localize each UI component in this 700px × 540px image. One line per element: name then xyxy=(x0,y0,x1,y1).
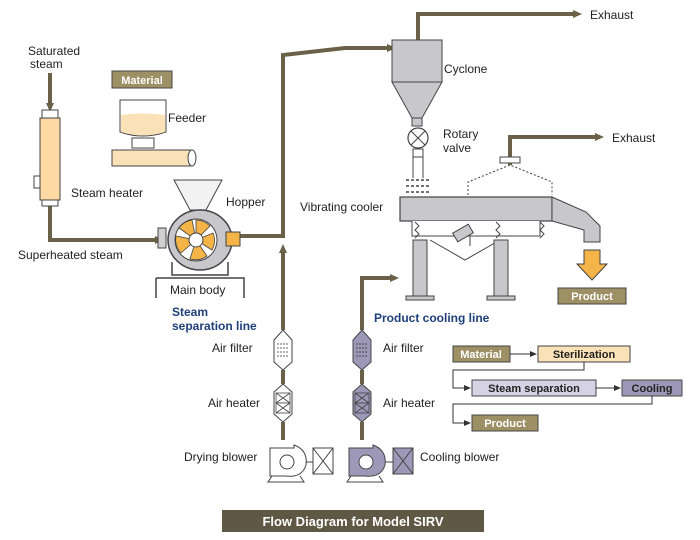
steam-heater xyxy=(33,109,61,207)
label-feeder: Feeder xyxy=(168,111,206,125)
pipe-to-cyclone xyxy=(240,44,396,238)
cyclone xyxy=(391,39,443,127)
flow-label-product: Product xyxy=(484,418,526,430)
label-steam-separation-line-2: separation line xyxy=(172,319,257,333)
label-steam-heater: Steam heater xyxy=(71,186,143,200)
air-heater-left xyxy=(273,383,293,423)
pipe-superheated-steam xyxy=(48,205,164,244)
label-exhaust-top: Exhaust xyxy=(590,8,634,22)
process-flow-chart: Material Sterilization Steam separation … xyxy=(452,345,683,432)
label-vibrating-cooler: Vibrating cooler xyxy=(300,200,383,214)
label-air-filter-right: Air filter xyxy=(383,341,424,355)
label-rotary-valve-2: valve xyxy=(443,141,471,155)
air-filter-right xyxy=(352,329,372,371)
material-tag xyxy=(111,70,173,89)
label-air-heater-left: Air heater xyxy=(208,396,260,410)
flow-label-steam-separation: Steam separation xyxy=(488,383,580,395)
label-steam-separation-line-1: Steam xyxy=(172,305,208,319)
label-air-heater-right: Air heater xyxy=(383,396,435,410)
rotary-valve xyxy=(406,127,430,193)
label-superheated-steam: Superheated steam xyxy=(18,248,123,262)
material-tag-label: Material xyxy=(121,75,163,87)
label-saturated-steam-2: steam xyxy=(30,57,63,71)
main-body xyxy=(155,209,245,298)
flow-label-cooling: Cooling xyxy=(632,383,673,395)
vibrating-cooler xyxy=(399,156,601,301)
flow-arrow-2 xyxy=(452,362,585,391)
flow-label-material: Material xyxy=(460,349,502,361)
label-cyclone: Cyclone xyxy=(444,62,488,76)
product-tag-label: Product xyxy=(571,291,613,303)
pipe-cooling-air xyxy=(360,274,399,330)
pipe-exhaust-right xyxy=(508,133,604,165)
label-saturated-steam-1: Saturated xyxy=(28,44,80,58)
air-filter-left xyxy=(273,329,293,371)
flow-label-sterilization: Sterilization xyxy=(553,349,616,361)
flow-arrow-4 xyxy=(452,396,653,426)
label-air-filter-left: Air filter xyxy=(212,341,253,355)
diagram-title: Flow Diagram for Model SIRV xyxy=(262,514,443,529)
product-discharge-arrow xyxy=(575,249,609,281)
label-rotary-valve-1: Rotary xyxy=(443,127,478,141)
label-product-cooling-line: Product cooling line xyxy=(374,311,490,325)
label-drying-blower: Drying blower xyxy=(184,450,257,464)
title-bar xyxy=(222,510,484,532)
label-main-body: Main body xyxy=(170,283,225,297)
pipe-exhaust-top xyxy=(416,10,582,40)
label-exhaust-right: Exhaust xyxy=(612,131,656,145)
label-cooling-blower: Cooling blower xyxy=(420,450,499,464)
pipes xyxy=(46,10,604,440)
label-hopper: Hopper xyxy=(226,195,265,209)
drying-blower xyxy=(267,444,334,483)
feeder xyxy=(111,99,197,167)
cooling-blower xyxy=(346,444,414,483)
product-tag xyxy=(557,287,627,305)
flow-box-product xyxy=(471,414,539,432)
air-heater-right xyxy=(352,383,372,423)
